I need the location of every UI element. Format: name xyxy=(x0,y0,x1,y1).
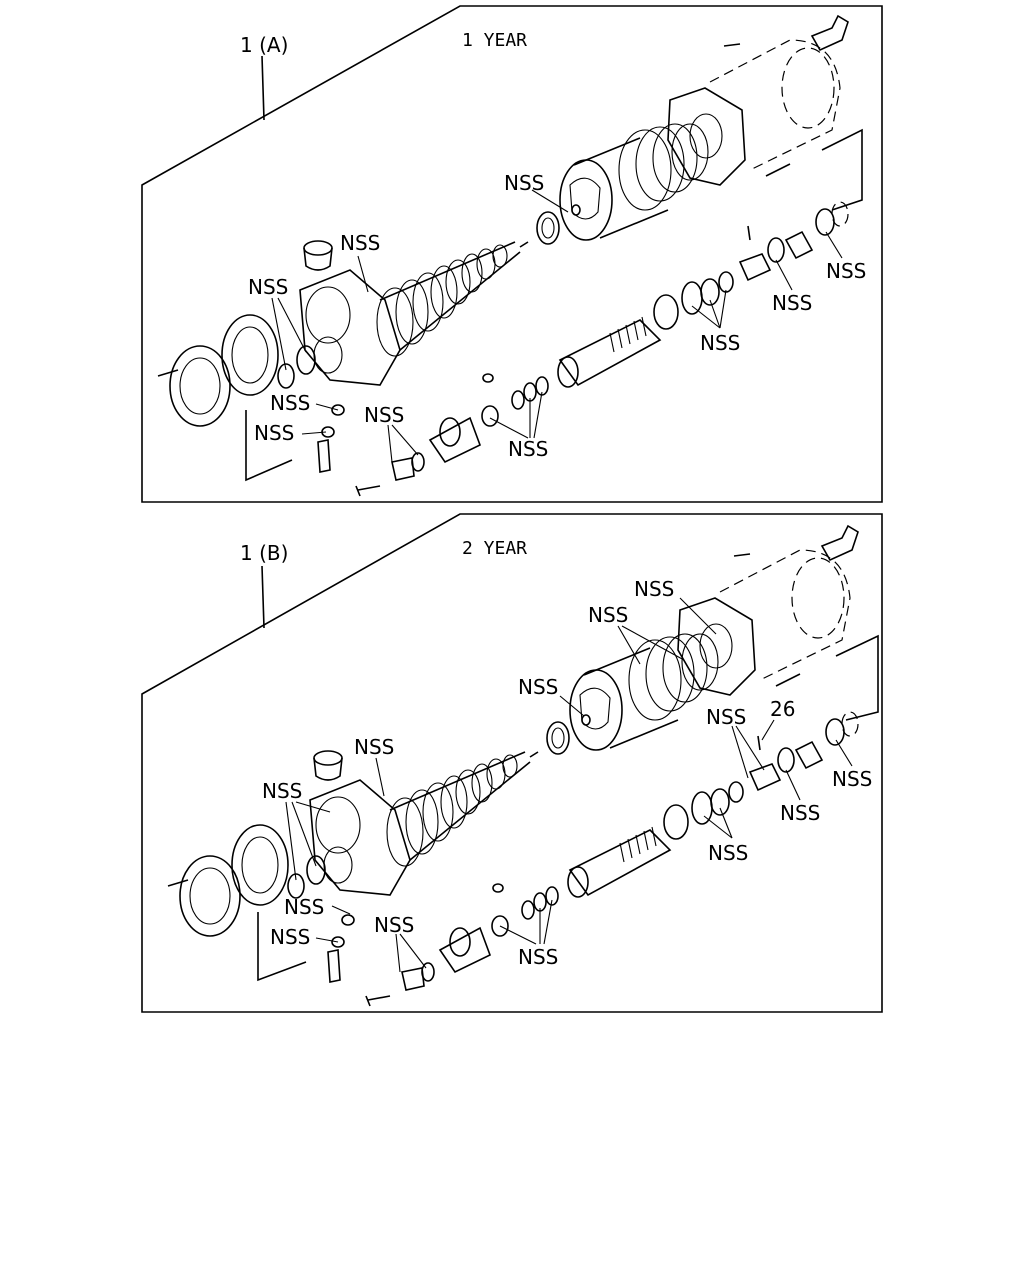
nss-label: NSS xyxy=(588,603,628,627)
nss-label: NSS xyxy=(518,945,558,969)
nss-label: NSS xyxy=(354,735,394,759)
nss-label: NSS xyxy=(508,437,548,461)
bracket-b-left xyxy=(257,912,307,982)
nss-label: NSS xyxy=(772,291,812,315)
panel-b-title: 2 YEAR xyxy=(462,538,527,559)
nss-label: NSS xyxy=(504,171,544,195)
bracket-a-right xyxy=(821,128,863,211)
nss-label: NSS xyxy=(780,801,820,825)
nss-label: NSS xyxy=(700,331,740,355)
nss-label: NSS xyxy=(270,391,310,415)
nss-label: NSS xyxy=(284,895,324,919)
panel-a-leaders xyxy=(271,189,843,463)
panel-b-leaders xyxy=(285,597,853,973)
nss-label: NSS xyxy=(364,403,404,427)
nss-label: NSS xyxy=(826,259,866,283)
nss-label: NSS xyxy=(254,421,294,445)
bracket-b-right xyxy=(835,634,879,721)
panel-b-ref: 1 (B) xyxy=(240,541,288,565)
nss-label: NSS xyxy=(708,841,748,865)
panel-b: 1 (B) 2 YEAR xyxy=(141,513,883,1013)
nss-label: NSS xyxy=(262,779,302,803)
nss-label: NSS xyxy=(270,925,310,949)
nss-label: NSS xyxy=(340,231,380,255)
nss-label: NSS xyxy=(634,577,674,601)
nss-label: NSS xyxy=(248,275,288,299)
nss-label: NSS xyxy=(374,913,414,937)
nss-label: NSS xyxy=(518,675,558,699)
panel-a: 1 (A) 1 YEAR NSS NSS NSS xyxy=(141,5,883,503)
part-number-label: 26 xyxy=(770,697,795,721)
bracket-a-left xyxy=(245,410,293,482)
panel-a-ref: 1 (A) xyxy=(240,33,288,57)
panel-a-title: 1 YEAR xyxy=(462,30,527,51)
nss-label: NSS xyxy=(832,767,872,791)
nss-label: NSS xyxy=(706,705,746,729)
